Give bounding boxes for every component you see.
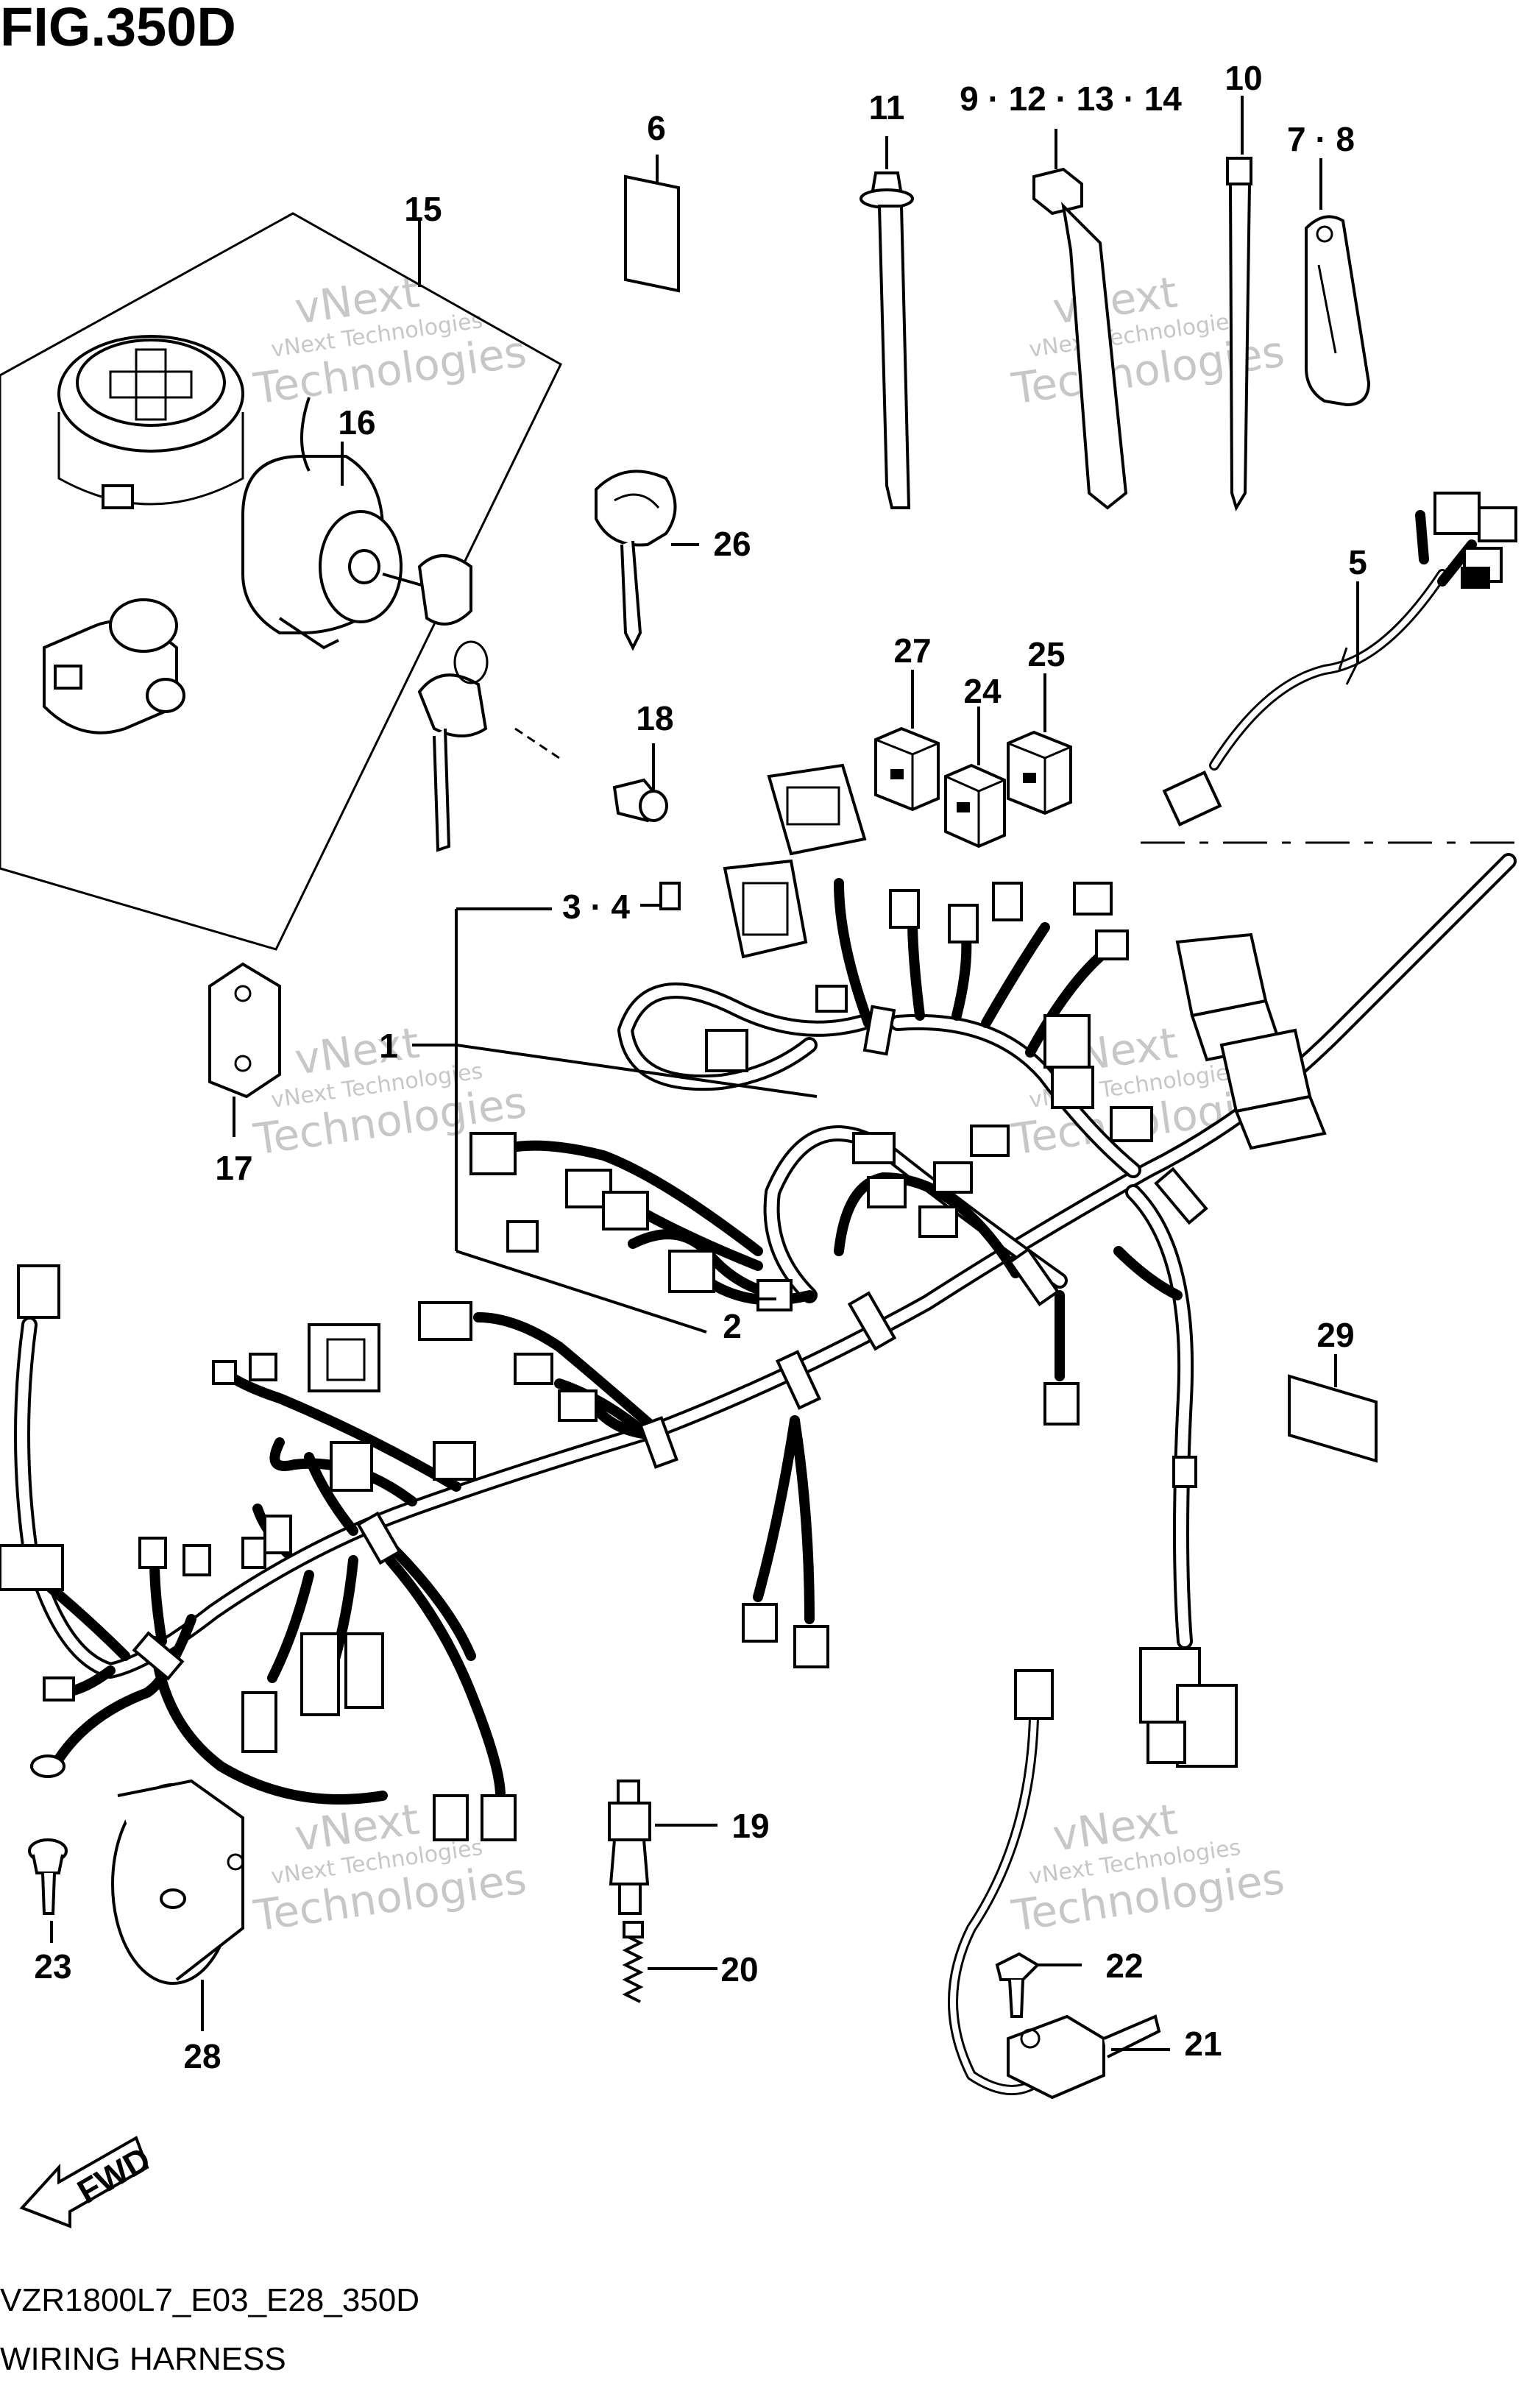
callout-23: 28: [183, 2037, 221, 2075]
callout-5: 6: [647, 109, 666, 147]
sensor-21: [948, 1669, 1170, 2100]
fuse-3-4: [640, 882, 681, 910]
callout-21: 21: [1184, 2025, 1222, 2063]
callout-9-12-13-14: 9 · 12 · 13 · 14: [960, 79, 1182, 118]
watermark-group: vNext Technologies vNext Technologies vN…: [250, 267, 1287, 1941]
bolt-18: [612, 743, 668, 823]
callout-27: 27: [893, 631, 931, 670]
sub-harness-6: [1162, 492, 1517, 826]
switch-19: [608, 1780, 717, 1915]
bolt-24: [28, 1838, 68, 1943]
label-5: [624, 155, 680, 293]
callout-11: 11: [869, 88, 905, 127]
callout-24: 23: [34, 1947, 71, 1986]
ignition-set-boundary: [0, 212, 562, 951]
callout-15: 15: [404, 190, 442, 228]
callout-16: 16: [338, 403, 375, 442]
bolt-22: [995, 1952, 1082, 2018]
callout-6: 5: [1348, 543, 1367, 581]
key-28: [595, 470, 699, 651]
ignition-switch-set: [0, 212, 562, 951]
callout-29: 29: [1316, 1316, 1354, 1354]
callout-labels: 6 11 9 · 12 · 13 · 14 10 7 · 8 15 16 26 …: [34, 59, 1367, 2075]
fwd-arrow-icon: [19, 2136, 149, 2228]
callout-18: 18: [636, 699, 673, 737]
horn-23: [111, 1779, 244, 2031]
callout-1: 1: [379, 1027, 398, 1065]
label-29: [1288, 1354, 1378, 1463]
main-harness: [0, 763, 1517, 1841]
fwd-arrow: FWD: [19, 2136, 157, 2228]
callout-3-4: 3 · 4: [562, 888, 630, 926]
callout-10: 10: [1224, 59, 1262, 97]
callout-17: 17: [215, 1149, 252, 1187]
model-code: VZR1800L7_E03_E28_350D: [0, 2282, 419, 2318]
blank-key-icon: [433, 728, 451, 852]
callout-2: 2: [723, 1307, 742, 1345]
clamp-11: [860, 136, 914, 509]
callout-28: 26: [713, 525, 751, 563]
callout-19: 19: [731, 1807, 769, 1845]
relay-25: [944, 707, 1006, 849]
clamp-7-8: [1305, 158, 1371, 407]
tie-10: [1226, 96, 1252, 511]
relay-26: [1007, 673, 1072, 815]
callout-20: 20: [720, 1950, 758, 1989]
callout-bracket: [412, 907, 818, 1334]
key-icon: [417, 554, 472, 626]
callout-26: 25: [1027, 635, 1065, 673]
relay-27: [874, 670, 940, 812]
bracket-17: [208, 962, 281, 1137]
callout-7-8: 7 · 8: [1287, 120, 1355, 158]
callout-25: 24: [963, 672, 1002, 710]
connector-block: [767, 763, 867, 856]
clamp-9-12-13-14: [1032, 129, 1128, 510]
callout-22: 22: [1105, 1947, 1143, 1985]
spring-20: [622, 1921, 717, 2003]
figure-title: FIG.350D: [0, 0, 236, 57]
figure-name: WIRING HARNESS: [0, 2341, 286, 2377]
key-head-icon: [595, 470, 677, 547]
